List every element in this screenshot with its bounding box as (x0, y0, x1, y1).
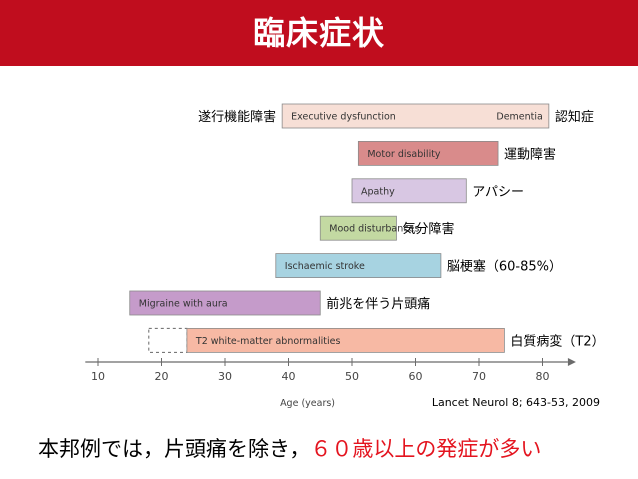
x-tick-label: 40 (282, 370, 296, 383)
bar-label-jp-right: 認知症 (555, 109, 594, 125)
x-tick-label: 70 (472, 370, 486, 383)
onset-range-bar (319, 215, 397, 241)
bar-label-jp-right: 前兆を伴う片頭痛 (326, 296, 430, 312)
summary-text: 本邦例では，片頭痛を除き，６０歳以上の発症が多い (38, 432, 618, 466)
onset-range-bar (275, 253, 442, 279)
onset-range-bar (186, 327, 505, 353)
bar-label-jp-right: 運動障害 (504, 146, 556, 162)
x-tick-label: 10 (91, 370, 105, 383)
bar-label-jp-left: 遂行機能障害 (198, 109, 276, 125)
x-tick-label: 30 (218, 370, 232, 383)
bar-label-en: Executive dysfunction (291, 112, 396, 123)
bar-label-jp-right: 白質病変（T2） (510, 333, 604, 349)
bar-label-en: Migraine with aura (139, 299, 228, 310)
onset-range-bar (281, 103, 550, 129)
onset-range-bar (351, 178, 467, 204)
bar-label-en: Mood disturbances (329, 224, 419, 235)
x-tick-label: 60 (409, 370, 423, 383)
bar-label-en-end: Dementia (496, 112, 542, 123)
bar-label-jp-right: 脳梗塞（60-85%） (447, 259, 562, 275)
bar-label-jp-right: アパシー (472, 185, 524, 200)
bar-label-en: Ischaemic stroke (285, 261, 365, 272)
summary-text-highlight: ６０歳以上の発症が多い (310, 437, 542, 461)
summary-text-plain: 本邦例では，片頭痛を除き， (38, 437, 311, 461)
x-axis-arrow (567, 358, 576, 366)
bar-label-jp-right: 気分障害 (402, 221, 454, 237)
citation-text: Lancet Neurol 8; 643-53, 2009 (432, 396, 600, 409)
bar-label-en: T2 white-matter abnormalities (195, 336, 341, 347)
x-tick-label: 80 (536, 370, 550, 383)
x-tick-label: 20 (155, 370, 169, 383)
onset-range-bar (129, 290, 321, 316)
onset-range-bar (357, 141, 499, 166)
onset-range-dashed-bar (148, 327, 188, 353)
x-tick-label: 50 (345, 370, 359, 383)
title-banner: 臨床症状 (0, 0, 638, 66)
bar-label-en: Apathy (361, 186, 395, 197)
bar-label-en: Motor disability (367, 149, 441, 160)
x-axis-title: Age (years) (280, 398, 335, 409)
page-title: 臨床症状 (252, 14, 385, 52)
